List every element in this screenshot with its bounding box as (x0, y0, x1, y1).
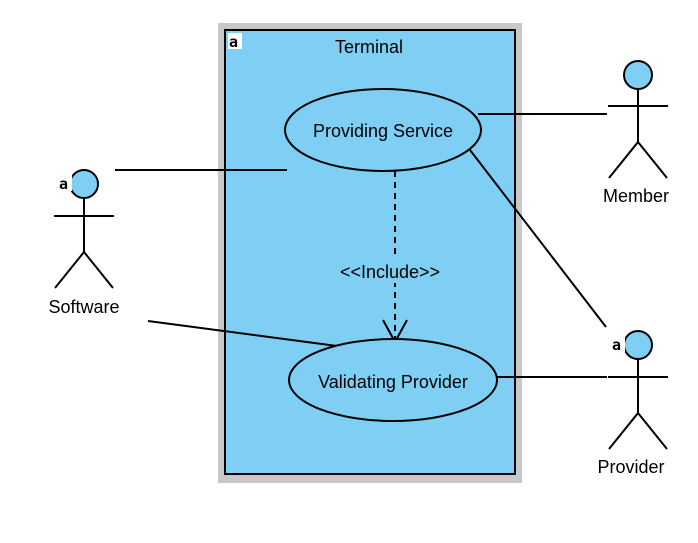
actor-software-leg-left (54, 251, 85, 289)
include-label-bg (328, 259, 452, 283)
actor-provider-leg-right (637, 412, 668, 450)
actor-member-head (623, 60, 653, 90)
actor-provider-badge-bg (611, 335, 625, 352)
actor-member[interactable]: Member (603, 60, 669, 206)
associations (115, 113, 607, 378)
actor-software-badge-icon: a (59, 175, 68, 193)
use-case-validating-provider-shape (288, 338, 498, 422)
association-provider-providing-service[interactable] (469, 149, 607, 328)
use-case-providing-service-label: Providing Service (313, 121, 453, 141)
actor-member-leg-right (637, 141, 668, 179)
association-software-validating-provider[interactable] (147, 320, 338, 347)
actor-provider-badge-icon: a (612, 336, 621, 354)
system-badge-icon: a (229, 33, 238, 51)
actor-software-label: Software (48, 297, 119, 317)
actor-provider[interactable]: a Provider (597, 330, 668, 477)
system-badge-bg (228, 33, 242, 49)
use-case-validating-provider-label: Validating Provider (318, 372, 468, 392)
use-case-validating-provider[interactable]: Validating Provider (288, 338, 498, 422)
actor-software[interactable]: a Software (48, 169, 120, 317)
use-case-providing-service[interactable]: Providing Service (284, 88, 482, 172)
system-title: Terminal (335, 37, 403, 57)
actor-provider-leg-left (608, 412, 639, 450)
actor-software-head (69, 169, 99, 199)
use-case-providing-service-shape (284, 88, 482, 172)
include-label: <<Include>> (340, 262, 440, 282)
actor-software-badge-bg (58, 174, 72, 191)
actor-software-leg-right (83, 251, 114, 289)
actor-provider-label: Provider (597, 457, 664, 477)
actor-member-label: Member (603, 186, 669, 206)
actor-member-leg-left (608, 141, 639, 179)
actor-provider-head (623, 330, 653, 360)
